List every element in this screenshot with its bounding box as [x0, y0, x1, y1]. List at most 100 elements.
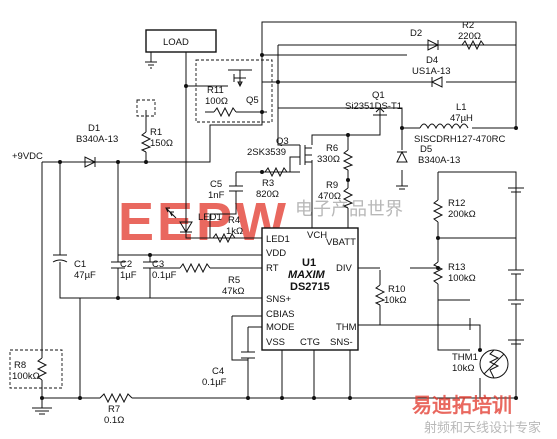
r10-resistor: R10 10kΩ [374, 284, 406, 306]
svg-text:R3: R3 [262, 178, 274, 189]
svg-text:US1A-13: US1A-13 [412, 66, 451, 77]
svg-text:0.1µF: 0.1µF [152, 270, 177, 281]
svg-text:U1: U1 [302, 257, 316, 269]
r9-resistor: R9 470Ω [318, 180, 354, 209]
svg-text:100Ω: 100Ω [205, 96, 228, 107]
q5-dashed-box [195, 59, 273, 123]
thm1-thermistor: THM1 10kΩ [452, 349, 509, 379]
svg-text:SNS-: SNS- [330, 337, 353, 348]
svg-text:220Ω: 220Ω [458, 31, 481, 42]
input-voltage-label: +9VDC [12, 151, 43, 162]
svg-text:MODE: MODE [266, 322, 295, 333]
d4-diode: D4 US1A-13 [412, 55, 451, 88]
svg-text:R11: R11 [207, 85, 224, 96]
svg-text:R8: R8 [14, 360, 26, 371]
svg-text:100kΩ: 100kΩ [12, 371, 40, 382]
svg-text:2SK3539: 2SK3539 [247, 147, 286, 158]
c5-capacitor: C5 1nF [208, 179, 243, 201]
svg-text:B340A-13: B340A-13 [76, 134, 118, 145]
d1-diode: D1 B340A-13 [76, 123, 118, 168]
svg-text:DS2715: DS2715 [290, 281, 330, 293]
d5-diode: D5 B340A-13 [396, 144, 460, 190]
svg-text:SNS+: SNS+ [266, 294, 292, 305]
l1-inductor: L1 47µH SISCDRH127-470RC [414, 102, 505, 145]
svg-text:RT: RT [266, 263, 279, 274]
svg-text:Si2351DS-T1: Si2351DS-T1 [345, 101, 402, 112]
svg-text:DIV: DIV [336, 263, 353, 274]
svg-text:0.1Ω: 0.1Ω [104, 415, 124, 426]
r8-resistor: R8 100kΩ [12, 357, 48, 382]
svg-text:10kΩ: 10kΩ [452, 363, 474, 374]
r2-resistor: R2 220Ω [458, 20, 485, 51]
battery-pack [508, 187, 524, 345]
svg-text:D1: D1 [88, 123, 100, 134]
q3-transistor: Q3 2SK3539 [247, 136, 312, 165]
svg-text:R5: R5 [228, 275, 240, 286]
r1-resistor: R1 150Ω [140, 127, 173, 153]
svg-text:1kΩ: 1kΩ [226, 226, 243, 237]
svg-text:VDD: VDD [266, 248, 286, 259]
r4-resistor: R4 1kΩ [212, 215, 243, 244]
svg-text:470Ω: 470Ω [318, 191, 341, 202]
svg-text:0.1µF: 0.1µF [202, 377, 227, 388]
r7-resistor: R7 0.1Ω [99, 392, 133, 426]
svg-text:D2: D2 [410, 28, 422, 39]
svg-text:R4: R4 [228, 215, 240, 226]
svg-text:C3: C3 [152, 259, 164, 270]
svg-text:R7: R7 [108, 404, 120, 415]
svg-text:D4: D4 [426, 55, 438, 66]
svg-text:THM: THM [336, 322, 357, 333]
svg-text:R9: R9 [326, 180, 338, 191]
svg-text:47µH: 47µH [450, 113, 473, 124]
u1-ic: LED1 VDD RT SNS+ CBIAS MODE VSS CTG SNS-… [261, 227, 359, 351]
eepw-site-text: 电子产品世界 [295, 199, 403, 220]
svg-text:C4: C4 [212, 366, 224, 377]
svg-text:R6: R6 [326, 143, 338, 154]
svg-text:D5: D5 [420, 144, 432, 155]
ground-symbol [32, 398, 52, 415]
svg-text:SISCDRH127-470RC: SISCDRH127-470RC [414, 134, 505, 145]
c1-capacitor: C1 47µF [52, 254, 96, 281]
svg-text:LED1: LED1 [198, 212, 222, 223]
r6-resistor: R6 330Ω [317, 143, 354, 171]
svg-text:VCH: VCH [307, 230, 327, 241]
load-block: LOAD [145, 29, 217, 69]
svg-text:L1: L1 [456, 102, 467, 113]
r13-resistor: R13 100kΩ [432, 261, 476, 285]
svg-text:LED1: LED1 [266, 234, 290, 245]
svg-text:B340A-13: B340A-13 [418, 155, 460, 166]
svg-text:THM1: THM1 [452, 352, 478, 363]
r1-node-dashed-box [136, 99, 156, 117]
r12-resistor: R12 200kΩ [432, 198, 476, 223]
load-label: LOAD [163, 37, 189, 48]
tagline-watermark-text: 射频和天线设计专家 [424, 420, 541, 436]
svg-text:47µF: 47µF [74, 270, 96, 281]
svg-text:C5: C5 [210, 179, 222, 190]
svg-text:CBIAS: CBIAS [266, 309, 295, 320]
corner-watermark: 易迪拓培训 射频和天线设计专家 [412, 393, 541, 436]
svg-text:R13: R13 [448, 262, 465, 273]
led1-diode: LED1 [165, 207, 222, 233]
d2-diode: D2 [410, 28, 440, 51]
svg-text:Q3: Q3 [276, 136, 289, 147]
svg-text:CTG: CTG [300, 337, 320, 348]
r8-dashed-box [9, 349, 63, 389]
q1-transistor: Q1 Si2351DS-T1 [345, 90, 402, 120]
r3-resistor: R3 820Ω [256, 166, 288, 200]
svg-text:C1: C1 [74, 259, 86, 270]
c3-capacitor: C3 0.1µF [143, 259, 177, 281]
svg-text:Q5: Q5 [246, 95, 259, 106]
svg-text:R2: R2 [462, 20, 474, 31]
svg-text:1µF: 1µF [120, 270, 137, 281]
svg-text:R1: R1 [150, 127, 162, 138]
junction-dots [40, 53, 518, 400]
svg-text:VSS: VSS [266, 337, 285, 348]
r11-resistor: R11 100Ω [205, 85, 237, 118]
svg-text:R12: R12 [448, 198, 465, 209]
c2-capacitor: C2 1µF [111, 255, 137, 281]
svg-text:1nF: 1nF [208, 190, 225, 201]
svg-text:VBATT: VBATT [326, 237, 356, 248]
q5-transistor: Q5 [228, 69, 259, 106]
